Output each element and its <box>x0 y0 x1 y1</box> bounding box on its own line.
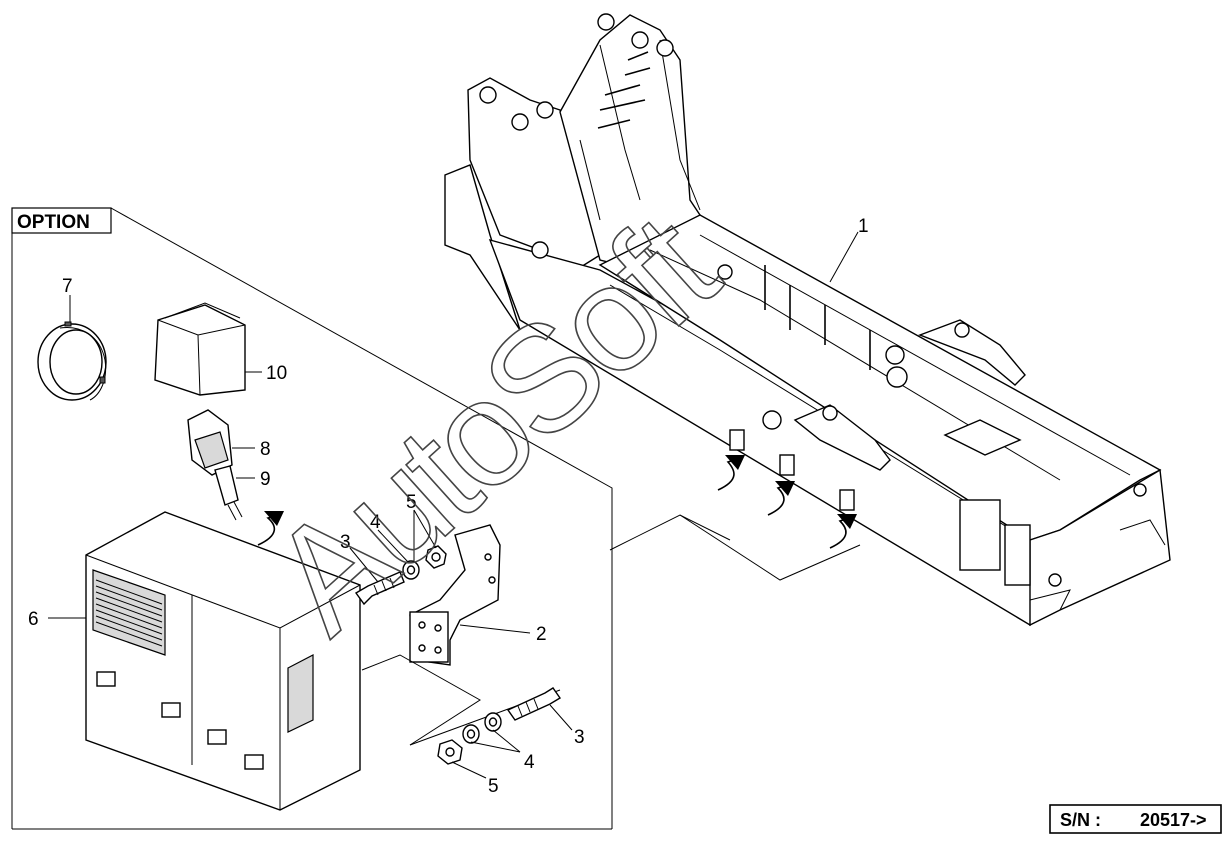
callout-3-lower: 3 <box>574 727 585 748</box>
nut-icon <box>425 545 447 569</box>
callout-6: 6 <box>28 609 39 630</box>
main-frame <box>444 13 1171 627</box>
serial-prefix: S/N : <box>1060 810 1101 830</box>
callout-4-upper: 4 <box>370 512 381 533</box>
connector-part <box>187 409 243 521</box>
callout-5-upper: 5 <box>406 492 417 513</box>
cap-part <box>154 302 246 396</box>
washer-icon <box>484 712 502 732</box>
callout-5-lower: 5 <box>488 776 499 797</box>
callout-1: 1 <box>858 216 869 237</box>
serial-number-box: S/N : 20517-> <box>1049 804 1222 834</box>
curved-arrow-icon <box>257 511 284 546</box>
curved-arrow-icon <box>829 514 857 549</box>
bolt-icon <box>506 687 562 721</box>
curved-arrow-icon <box>717 455 745 491</box>
bolt-icon <box>354 571 405 606</box>
vent-grille <box>95 579 163 647</box>
bracket-part <box>409 524 501 666</box>
callout-3-upper: 3 <box>340 532 351 553</box>
callout-9: 9 <box>260 469 271 490</box>
callout-8: 8 <box>260 439 271 460</box>
washer-icon <box>462 724 480 744</box>
nut-icon <box>437 739 463 765</box>
callout-10: 10 <box>266 363 287 384</box>
washer-icon <box>402 560 420 580</box>
ring-part <box>37 321 107 401</box>
callout-7: 7 <box>62 276 73 297</box>
callout-2: 2 <box>536 624 547 645</box>
option-panel: OPTION <box>11 207 613 830</box>
curved-arrow-icon <box>767 481 795 516</box>
serial-value: 20517-> <box>1140 810 1207 830</box>
box-part <box>85 511 361 811</box>
option-label: OPTION <box>17 212 90 233</box>
callout-4-lower: 4 <box>524 752 535 773</box>
